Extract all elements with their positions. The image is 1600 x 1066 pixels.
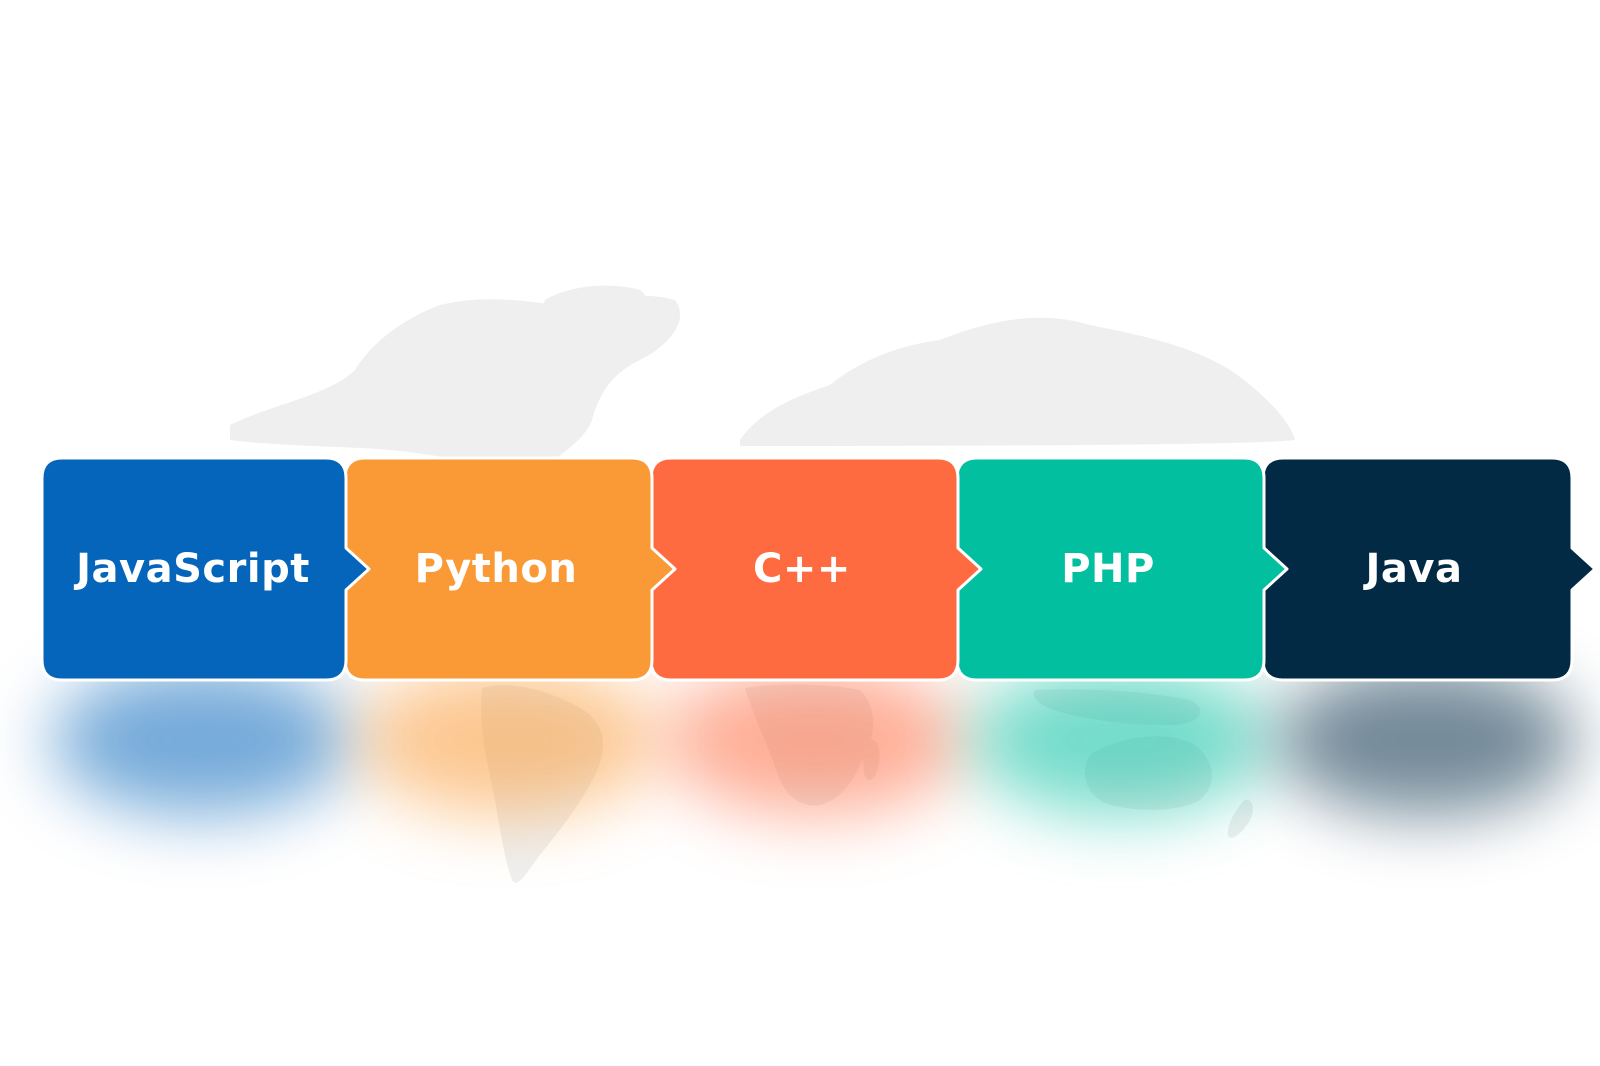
step-box-php <box>955 456 1289 682</box>
glow-php <box>970 665 1270 815</box>
new-zealand-shape <box>1227 799 1253 838</box>
north-america-shape <box>230 295 681 475</box>
step-box-java <box>1261 456 1597 682</box>
glow-python <box>358 665 658 815</box>
glow-cpp <box>664 665 964 815</box>
glow-javascript <box>52 665 352 815</box>
step-box-python <box>343 456 677 682</box>
glow-java <box>1276 665 1576 815</box>
eurasia-shape <box>740 317 1295 446</box>
step-box-javascript <box>40 456 371 682</box>
step-box-cpp <box>649 456 983 682</box>
greenland-shape <box>543 285 647 341</box>
